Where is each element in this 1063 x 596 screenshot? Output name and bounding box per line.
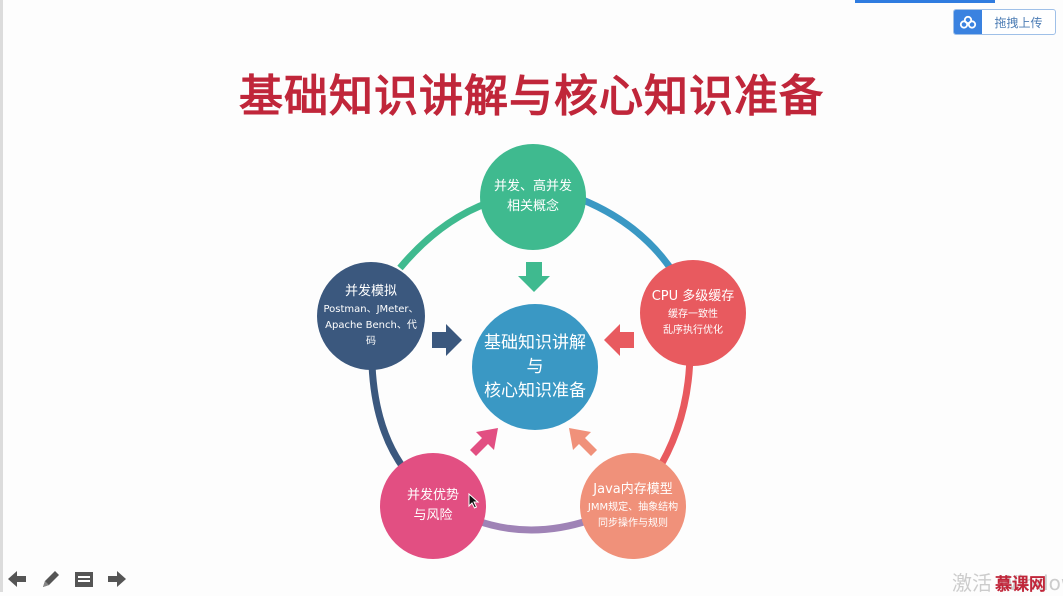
cloud-icon (954, 10, 982, 34)
top-progress-bar (855, 0, 995, 3)
node-right-line1: CPU 多级缓存 (651, 289, 735, 304)
node-left-line1: 并发模拟 (344, 284, 397, 299)
arrow-left-right (604, 324, 634, 356)
node-right-line3: 乱序执行优化 (663, 325, 723, 336)
node-bottom-right-line3: 同步操作与规则 (598, 518, 668, 529)
node-top-line2: 相关概念 (506, 199, 559, 214)
ring-arc-left-bottom (368, 364, 408, 473)
center-node: 基础知识讲解 与 核心知识准备 (472, 304, 598, 430)
node-bottom-right-line1: Java内存模型 (593, 482, 673, 497)
node-cpu-cache: CPU 多级缓存 缓存一致性 乱序执行优化 (640, 260, 746, 366)
center-line-2: 与 (526, 357, 544, 377)
node-bottom-left-line1: 并发优势 (406, 488, 459, 503)
arrow-right-icon[interactable] (106, 568, 128, 590)
drag-upload-button[interactable]: 拖拽上传 (953, 9, 1056, 35)
node-bottom-right-line2: JMM规定、抽象结构 (587, 502, 679, 513)
slide-title: 基础知识讲解与核心知识准备 (239, 71, 824, 122)
pencil-icon[interactable] (40, 568, 62, 590)
arrow-right-left (432, 324, 462, 356)
node-right-line2: 缓存一致性 (668, 309, 718, 320)
node-left-line3: Apache Bench、代码 (325, 320, 417, 347)
ring-arc-top-right (568, 191, 678, 277)
imooc-logo: 慕课网 (995, 575, 1046, 595)
mouse-cursor-icon (468, 493, 480, 509)
drag-upload-label: 拖拽上传 (994, 15, 1043, 30)
ring-arc-bottom (473, 516, 592, 534)
node-advantages-risks: 并发优势 与风险 (380, 453, 486, 559)
windows-activation-watermark: 激活 Windows (952, 571, 1063, 595)
center-line-1: 基础知识讲解 (484, 333, 586, 353)
ring-arc-right-bottom (652, 349, 694, 477)
node-concurrency-concepts: 并发、高并发 相关概念 (480, 144, 586, 250)
center-line-3: 核心知识准备 (484, 381, 586, 401)
arrow-upright-bottomleft (470, 428, 498, 456)
node-java-memory-model: Java内存模型 JMM规定、抽象结构 同步操作与规则 (580, 453, 686, 559)
ring-arc-left-top (397, 198, 492, 271)
node-bottom-left-line2: 与风险 (413, 508, 453, 523)
menu-icon[interactable] (73, 568, 95, 590)
window-edge (0, 0, 3, 592)
arrow-upleft-bottomright (569, 428, 597, 456)
arrow-down-top (518, 262, 550, 292)
node-top-line1: 并发、高并发 (493, 179, 572, 194)
node-concurrency-simulation: 并发模拟 Postman、JMeter、 Apache Bench、代码 (317, 262, 425, 370)
arrow-left-icon[interactable] (6, 568, 28, 590)
node-left-line2: Postman、JMeter、 (323, 304, 419, 315)
